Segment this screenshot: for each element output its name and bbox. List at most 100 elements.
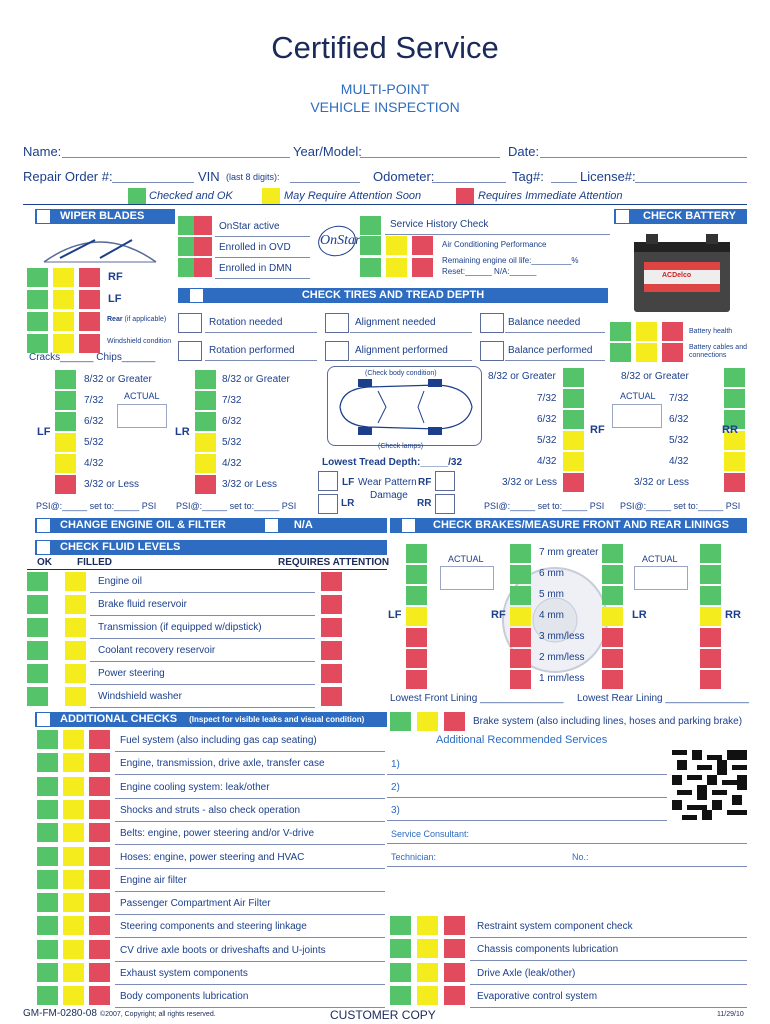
service-history-ok[interactable] bbox=[360, 216, 381, 235]
fluid-3-requires[interactable] bbox=[321, 641, 342, 660]
fluid-2-filled[interactable] bbox=[65, 618, 86, 637]
oil-checkbox[interactable] bbox=[37, 519, 50, 532]
additional-0-soon[interactable] bbox=[63, 730, 84, 749]
balance-needed-checkbox[interactable] bbox=[480, 313, 504, 333]
brake-rear-5-swatch[interactable] bbox=[602, 649, 623, 668]
wiper-rf-soon[interactable] bbox=[53, 268, 74, 287]
brake-far-0-swatch[interactable] bbox=[700, 544, 721, 563]
lf-depth-7-swatch[interactable] bbox=[55, 391, 76, 410]
lr-depth-8-swatch[interactable] bbox=[195, 370, 216, 389]
lf-depth-5-swatch[interactable] bbox=[55, 433, 76, 452]
lf-actual-box[interactable] bbox=[117, 404, 167, 428]
brake-system-immediate[interactable] bbox=[444, 712, 465, 731]
additional-7-soon[interactable] bbox=[63, 893, 84, 913]
right-3-soon[interactable] bbox=[417, 985, 438, 1005]
additional-5-ok[interactable] bbox=[37, 846, 58, 866]
additional-8-immediate[interactable] bbox=[89, 916, 110, 936]
additional-2-ok[interactable] bbox=[37, 776, 58, 796]
balance-performed-checkbox[interactable] bbox=[480, 341, 504, 361]
name-field[interactable] bbox=[62, 157, 290, 158]
lowest-rear-lining[interactable]: Lowest Rear Lining _______________ bbox=[577, 693, 749, 704]
onstar-active-immediate[interactable] bbox=[194, 216, 212, 235]
ac-ok[interactable] bbox=[360, 236, 381, 255]
fluid-checkbox[interactable] bbox=[37, 541, 50, 554]
fluid-5-filled[interactable] bbox=[65, 687, 86, 706]
wear-rf-checkbox[interactable] bbox=[435, 471, 455, 491]
battery-cables-immediate[interactable] bbox=[662, 343, 683, 362]
brake-far-5-swatch[interactable] bbox=[700, 649, 721, 668]
brake-mid-3-swatch[interactable] bbox=[510, 607, 531, 626]
wiper-rear-soon[interactable] bbox=[53, 312, 74, 331]
onstar-ovd-immediate[interactable] bbox=[194, 237, 212, 256]
brake-front-0-swatch[interactable] bbox=[406, 544, 427, 563]
brake-far-3-swatch[interactable] bbox=[700, 607, 721, 626]
brake-mid-6-swatch[interactable] bbox=[510, 670, 531, 689]
additional-10-soon[interactable] bbox=[63, 963, 84, 982]
rr-depth-4-swatch[interactable] bbox=[724, 452, 745, 471]
fluid-1-filled[interactable] bbox=[65, 595, 86, 614]
rr-depth-3-swatch[interactable] bbox=[724, 473, 745, 492]
brake-front-6-swatch[interactable] bbox=[406, 670, 427, 689]
lr-depth-4-swatch[interactable] bbox=[195, 454, 216, 473]
rr-actual-box[interactable] bbox=[612, 404, 662, 428]
wiper-lf-immediate[interactable] bbox=[79, 290, 100, 309]
onstar-dmn-immediate[interactable] bbox=[194, 258, 212, 277]
tires-checkbox[interactable] bbox=[190, 289, 203, 302]
battery-health-soon[interactable] bbox=[636, 322, 657, 341]
brake-front-5-swatch[interactable] bbox=[406, 649, 427, 668]
technician-label[interactable]: Technician: bbox=[391, 852, 437, 862]
battery-cables-ok[interactable] bbox=[610, 343, 631, 362]
recommended-item-3[interactable]: 3) bbox=[391, 805, 400, 816]
repair-order-field[interactable] bbox=[112, 182, 194, 183]
additional-9-immediate[interactable] bbox=[89, 939, 110, 959]
rf-depth-5-swatch[interactable] bbox=[563, 431, 584, 450]
brake-system-soon[interactable] bbox=[417, 712, 438, 731]
brake-mid-5-swatch[interactable] bbox=[510, 649, 531, 668]
additional-3-soon[interactable] bbox=[63, 799, 84, 819]
fluid-4-requires[interactable] bbox=[321, 664, 342, 683]
additional-7-immediate[interactable] bbox=[89, 893, 110, 913]
additional-9-soon[interactable] bbox=[63, 939, 84, 959]
additional-1-immediate[interactable] bbox=[89, 753, 110, 773]
brake-rear-0-swatch[interactable] bbox=[602, 544, 623, 563]
right-0-immediate[interactable] bbox=[444, 916, 465, 935]
windshield-immediate[interactable] bbox=[79, 334, 100, 353]
fluid-4-ok[interactable] bbox=[27, 664, 48, 683]
cracks-chips-field[interactable]: Cracks______ Chips______ bbox=[29, 352, 156, 363]
rotation-performed-checkbox[interactable] bbox=[178, 341, 202, 361]
vin-field[interactable] bbox=[290, 182, 360, 183]
additional-0-immediate[interactable] bbox=[89, 730, 110, 749]
fluid-5-ok[interactable] bbox=[27, 687, 48, 706]
right-1-immediate[interactable] bbox=[444, 939, 465, 959]
service-consultant-label[interactable]: Service Consultant: bbox=[391, 829, 470, 839]
lowest-front-lining[interactable]: Lowest Front Lining _______________ bbox=[390, 693, 564, 704]
right-3-immediate[interactable] bbox=[444, 985, 465, 1005]
additional-10-ok[interactable] bbox=[37, 963, 58, 982]
wear-lr-checkbox[interactable] bbox=[318, 494, 338, 514]
lr-depth-6-swatch[interactable] bbox=[195, 412, 216, 431]
brake-far-1-swatch[interactable] bbox=[700, 565, 721, 584]
additional-10-immediate[interactable] bbox=[89, 963, 110, 982]
brake-front-2-swatch[interactable] bbox=[406, 586, 427, 605]
lf-depth-6-swatch[interactable] bbox=[55, 412, 76, 431]
rr-depth-8-swatch[interactable] bbox=[724, 368, 745, 387]
psi-rr[interactable]: PSI@:_____ set to:_____ PSI bbox=[620, 501, 741, 511]
right-2-soon[interactable] bbox=[417, 962, 438, 982]
date-field[interactable] bbox=[540, 157, 747, 158]
additional-11-ok[interactable] bbox=[37, 986, 58, 1006]
additional-1-soon[interactable] bbox=[63, 753, 84, 773]
additional-2-soon[interactable] bbox=[63, 776, 84, 796]
lf-depth-3-swatch[interactable] bbox=[55, 475, 76, 494]
wiper-rf-immediate[interactable] bbox=[79, 268, 100, 287]
brake-front-1-swatch[interactable] bbox=[406, 565, 427, 584]
right-3-ok[interactable] bbox=[390, 985, 411, 1005]
additional-8-ok[interactable] bbox=[37, 916, 58, 936]
brake-rear-3-swatch[interactable] bbox=[602, 607, 623, 626]
additional-3-immediate[interactable] bbox=[89, 799, 110, 819]
rf-depth-7-swatch[interactable] bbox=[563, 389, 584, 408]
wiper-rear-ok[interactable] bbox=[27, 312, 48, 331]
technician-no-label[interactable]: No.: bbox=[572, 852, 589, 862]
oil-life-soon[interactable] bbox=[386, 258, 407, 277]
additional-1-ok[interactable] bbox=[37, 753, 58, 773]
additional-4-soon[interactable] bbox=[63, 823, 84, 843]
